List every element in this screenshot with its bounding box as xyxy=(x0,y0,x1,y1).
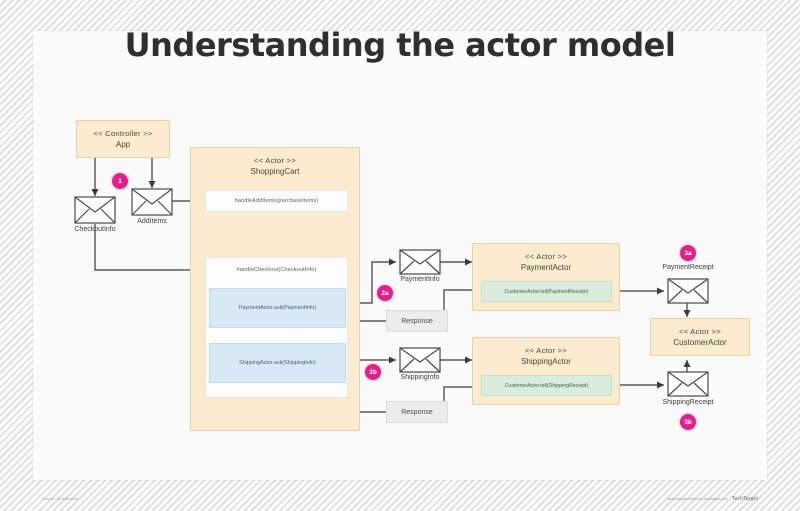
payment-actor-stereotype: << Actor >> xyxy=(524,252,568,261)
badge-step-3a: 3a xyxy=(680,245,696,261)
method-handle-add-items[interactable]: handleAddItems(purchaseItems) xyxy=(205,190,348,212)
label-checkout-info: CheckoutInfo xyxy=(74,226,116,233)
shopping-cart-stereotype: << Actor >> xyxy=(253,156,297,165)
label-payment-receipt: PaymentReceipt xyxy=(662,264,714,271)
shopping-cart-name: ShoppingCart xyxy=(250,167,300,176)
node-controller-app[interactable]: << Controller >> App xyxy=(76,120,170,158)
badge-step-1: 1 xyxy=(112,173,128,189)
method-shipping-tell[interactable]: CustomerActor.tell(ShippingReceipt) xyxy=(481,375,612,396)
label-shipping-receipt: ShippingReceipt xyxy=(662,399,714,406)
customer-actor-name: CustomerActor xyxy=(673,338,727,347)
customer-actor-stereotype: << Actor >> xyxy=(678,327,722,336)
controller-name: App xyxy=(115,140,131,149)
envelope-add-items[interactable] xyxy=(131,188,173,221)
techtarget-logo: TechTarget xyxy=(731,496,758,502)
footer-site-url: searchapparchitecture.techtarget.com xyxy=(667,497,728,501)
method-payment-tell[interactable]: CustomerActor.tell(PaymentReceipt) xyxy=(481,281,612,302)
envelope-payment-info[interactable] xyxy=(399,249,441,280)
method-handle-checkout[interactable]: handleCheckout(CheckoutInfo) xyxy=(236,267,317,273)
footer-source-credit: Source: Architecture xyxy=(42,497,79,501)
footer-brand: searchapparchitecture.techtarget.com Tec… xyxy=(667,495,758,502)
shipping-actor-stereotype: << Actor >> xyxy=(524,346,568,355)
label-payment-info: PaymentInfo xyxy=(400,276,440,283)
envelope-checkout-info[interactable] xyxy=(74,196,116,229)
envelope-shipping-receipt[interactable] xyxy=(667,371,709,402)
badge-step-3b: 3b xyxy=(680,414,696,430)
response-box-payment[interactable]: Response xyxy=(386,310,448,332)
shipping-actor-name: ShippingActor xyxy=(521,357,571,366)
envelope-shipping-info[interactable] xyxy=(399,347,441,378)
badge-step-2b: 2b xyxy=(365,364,381,380)
label-add-items: AddItems xyxy=(137,218,167,225)
node-customer-actor[interactable]: << Actor >> CustomerActor xyxy=(650,318,750,356)
response-box-shipping[interactable]: Response xyxy=(386,401,448,423)
method-shipping-ask[interactable]: ShippingActor.ask(ShippingInfo) xyxy=(209,343,346,383)
badge-step-2a: 2a xyxy=(377,285,393,301)
label-shipping-info: ShippingInfo xyxy=(400,374,440,381)
page-title: Understanding the actor model xyxy=(124,26,676,64)
payment-actor-name: PaymentActor xyxy=(520,263,572,272)
controller-stereotype: << Controller >> xyxy=(93,129,153,138)
envelope-payment-receipt[interactable] xyxy=(667,278,709,309)
method-payment-ask[interactable]: PaymentActor.ask(PaymentInfo) xyxy=(209,288,346,328)
